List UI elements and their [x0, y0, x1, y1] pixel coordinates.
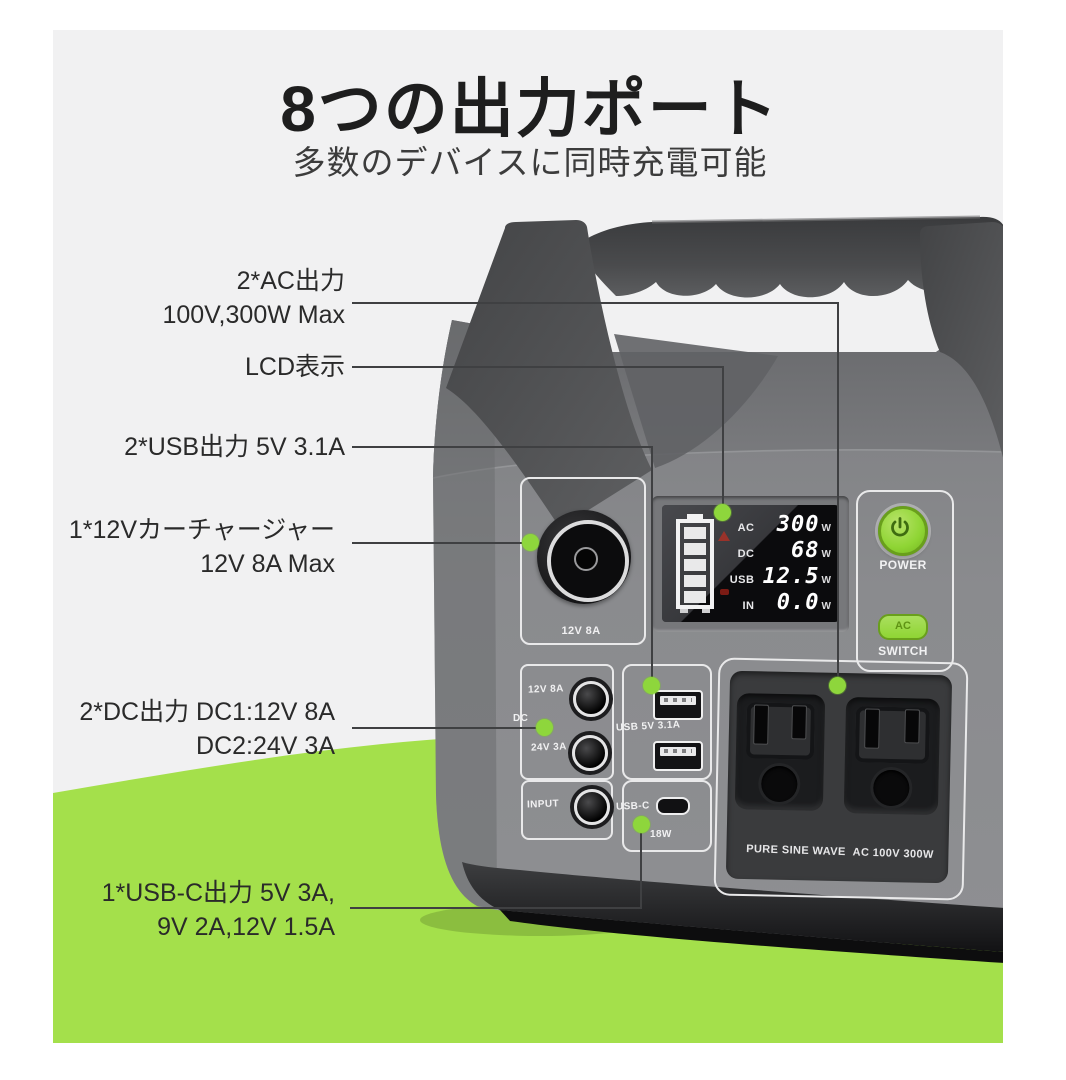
callout-usb-line [352, 446, 653, 448]
car-charger-pin [574, 547, 598, 571]
handle-grip [576, 216, 1003, 298]
callout-usbc-dot [633, 816, 650, 833]
usbc-label: USB-C [615, 800, 650, 813]
device-base [462, 862, 1003, 952]
callout-ac-line [352, 302, 839, 304]
input-label: INPUT [526, 798, 560, 811]
dc-port1-label: 12V 8A [527, 683, 564, 696]
page-subtitle: 多数のデバイスに同時充電可能 [292, 144, 768, 181]
callout-lcd-line [352, 366, 724, 368]
power-icon [891, 517, 909, 537]
callout-usb-dot [643, 677, 660, 694]
dc-port2-label: 24V 3A [530, 741, 567, 754]
battery-icon [676, 514, 714, 613]
callout-lcd-label: LCD表示 [244, 353, 345, 381]
switch-label: SWITCH [878, 644, 928, 658]
dc-group-label: DC [513, 713, 529, 724]
handle-post-right [920, 222, 1003, 458]
input-panel [521, 780, 613, 840]
callout-lcd-dot [714, 504, 731, 521]
callout-usbc-line [350, 907, 642, 909]
callout-usbc-label: 1*USB-C出力 5V 3A,9V 2A,12V 1.5A [101, 879, 335, 941]
page-title: 8つの出力ポート [280, 73, 780, 145]
power-panel [856, 490, 954, 672]
callout-usb-label: 2*USB出力 5V 3.1A [124, 433, 345, 461]
ac-switch-button: AC [878, 614, 928, 640]
ac-outlet-2 [843, 697, 941, 815]
usbc-power-label: 18W [650, 829, 672, 840]
dc-output-panel [520, 664, 614, 780]
callout-ac-dot [829, 677, 846, 694]
callout-dc-dot [536, 719, 553, 736]
usb-port-2 [653, 741, 703, 771]
dc-port1 [573, 681, 609, 717]
usbc-panel [622, 780, 712, 852]
infographic-canvas: 8つの出力ポート 多数のデバイスに同時充電可能 [53, 30, 1003, 1043]
charge-indicator-icon [720, 589, 729, 595]
car-charger-panel [520, 477, 646, 645]
alert-icon [718, 531, 730, 541]
ac-outlet-1 [734, 693, 826, 811]
power-button [878, 506, 928, 556]
callout-car-line [352, 542, 528, 544]
input-port [574, 789, 610, 825]
callout-car-dot [522, 534, 539, 551]
handle-post-left [446, 220, 652, 528]
usb-port-1 [653, 690, 703, 720]
usb-output-panel [622, 664, 712, 780]
callout-dc-line [352, 727, 542, 729]
usbc-port [656, 797, 690, 815]
body-left-side [433, 320, 497, 909]
power-label: POWER [879, 558, 927, 572]
dc-port2 [572, 735, 608, 771]
car-charger-label: 12V 8A [561, 625, 601, 637]
